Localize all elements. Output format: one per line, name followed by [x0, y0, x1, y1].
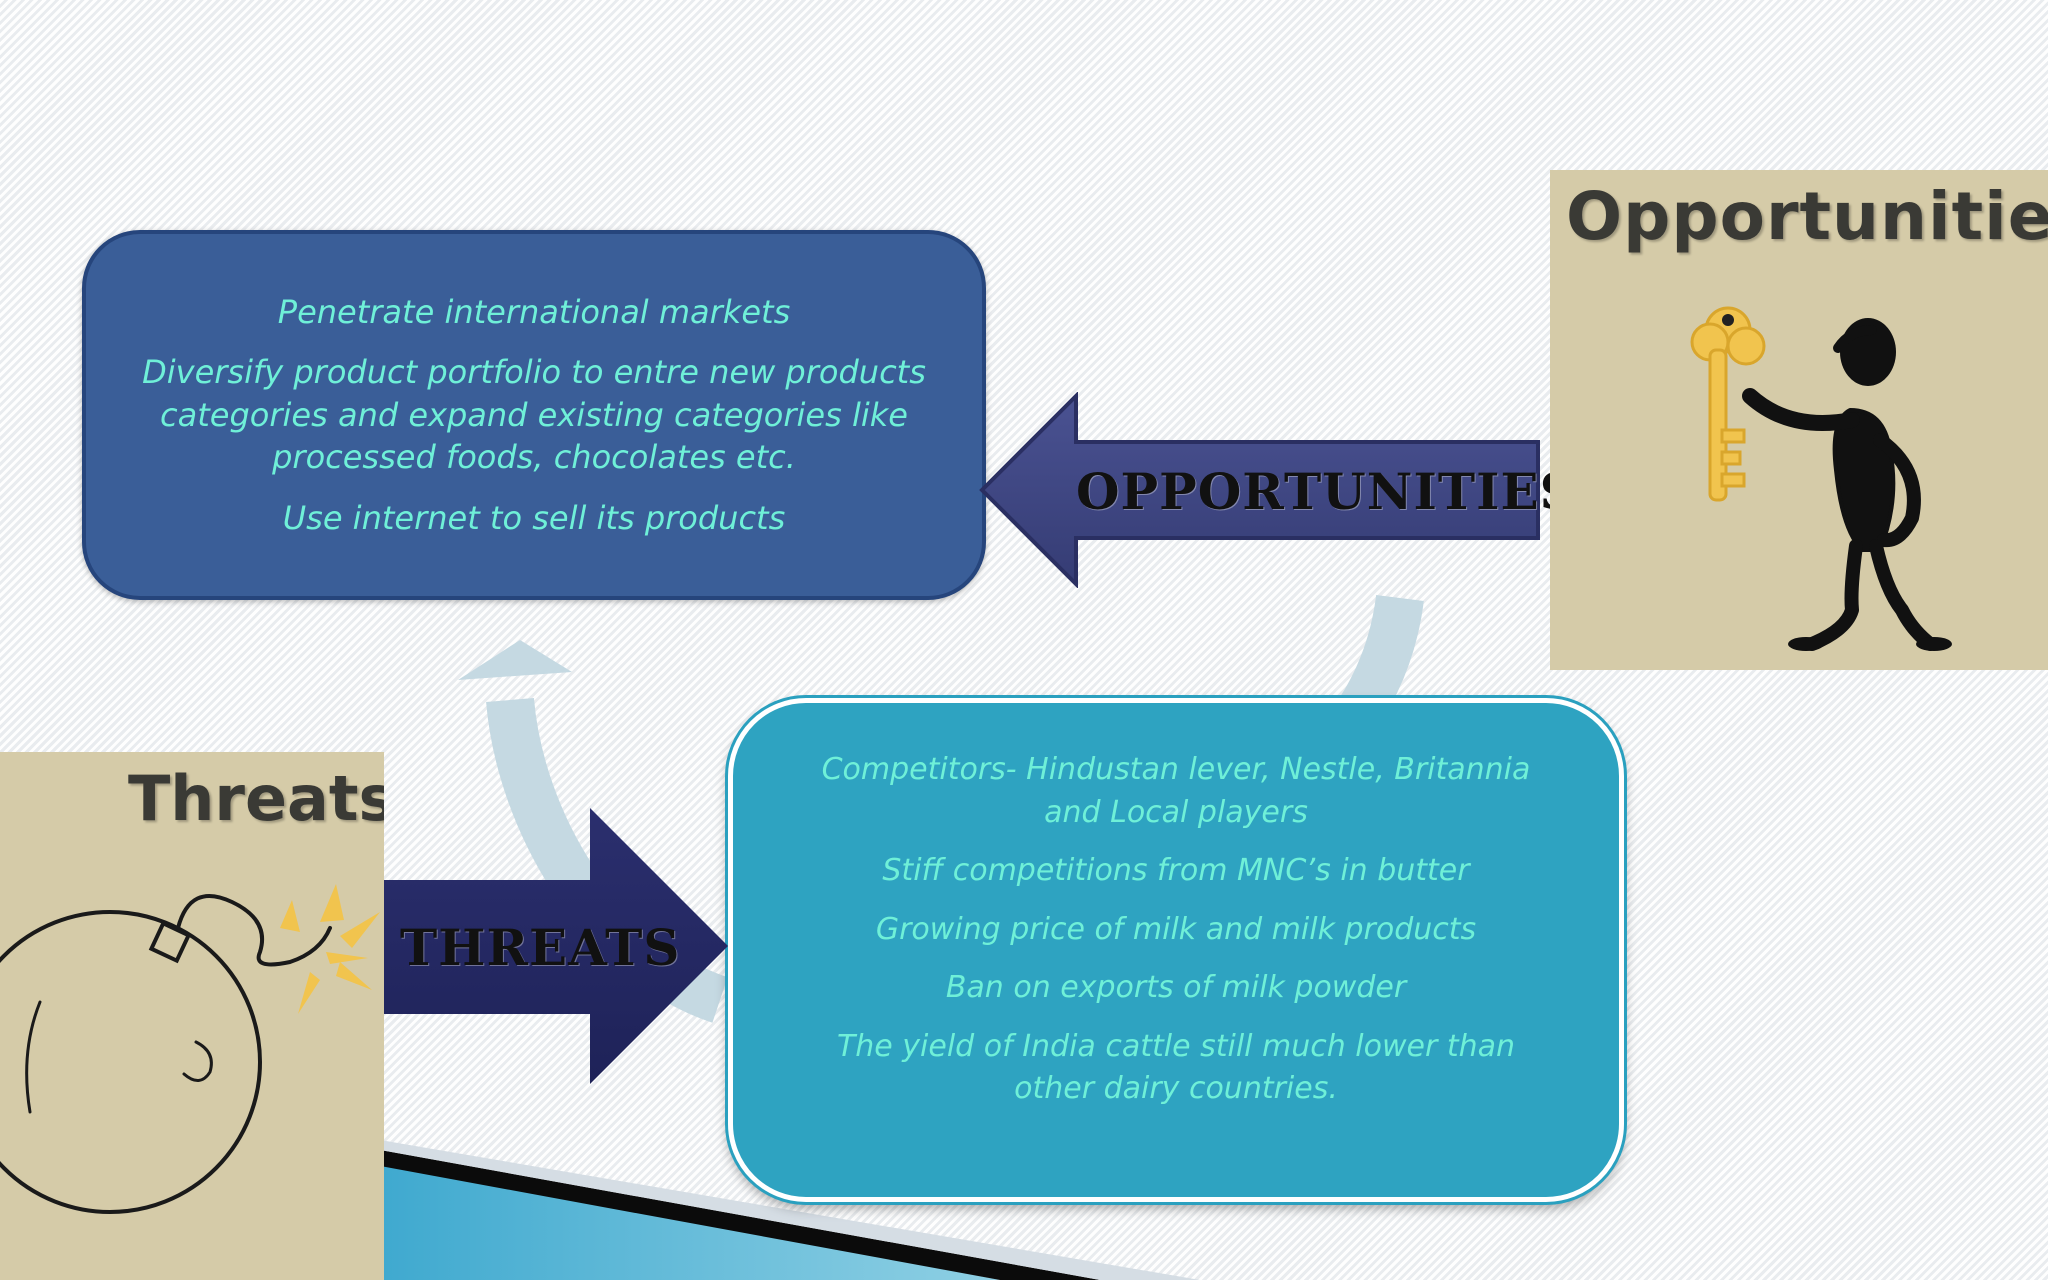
opportunities-image-title: Opportunities	[1566, 178, 2048, 255]
threat-item: The yield of India cattle still much low…	[836, 1028, 1516, 1107]
bottom-decor-wedges	[380, 1140, 1200, 1280]
opportunity-item: Diversify product portfolio to entre new…	[142, 353, 926, 477]
opportunities-box: Penetrate international markets Diversif…	[82, 230, 986, 600]
opportunities-arrow-label: OPPORTUNITIES	[1076, 462, 1577, 521]
opportunity-item: Penetrate international markets	[277, 292, 791, 331]
threats-arrow-label: THREATS	[400, 918, 681, 977]
threat-item: Stiff competitions from MNC’s in butter	[882, 853, 1470, 889]
threats-image-title: Threats	[128, 762, 384, 835]
threat-item: Competitors- Hindustan lever, Nestle, Br…	[821, 751, 1531, 830]
threat-item: Ban on exports of milk powder	[945, 970, 1407, 1006]
threats-image: Threats	[0, 752, 384, 1280]
bomb-icon	[0, 884, 380, 1214]
opportunities-arrow	[979, 392, 1540, 588]
threats-box: Competitors- Hindustan lever, Nestle, Br…	[728, 698, 1624, 1202]
opportunities-image: Opportunities	[1550, 170, 2048, 670]
person-holding-key-icon	[1690, 306, 1952, 651]
opportunity-item: Use internet to sell its products	[282, 498, 786, 537]
threat-item: Growing price of milk and milk products	[875, 911, 1477, 947]
threats-arrow	[380, 808, 728, 1084]
